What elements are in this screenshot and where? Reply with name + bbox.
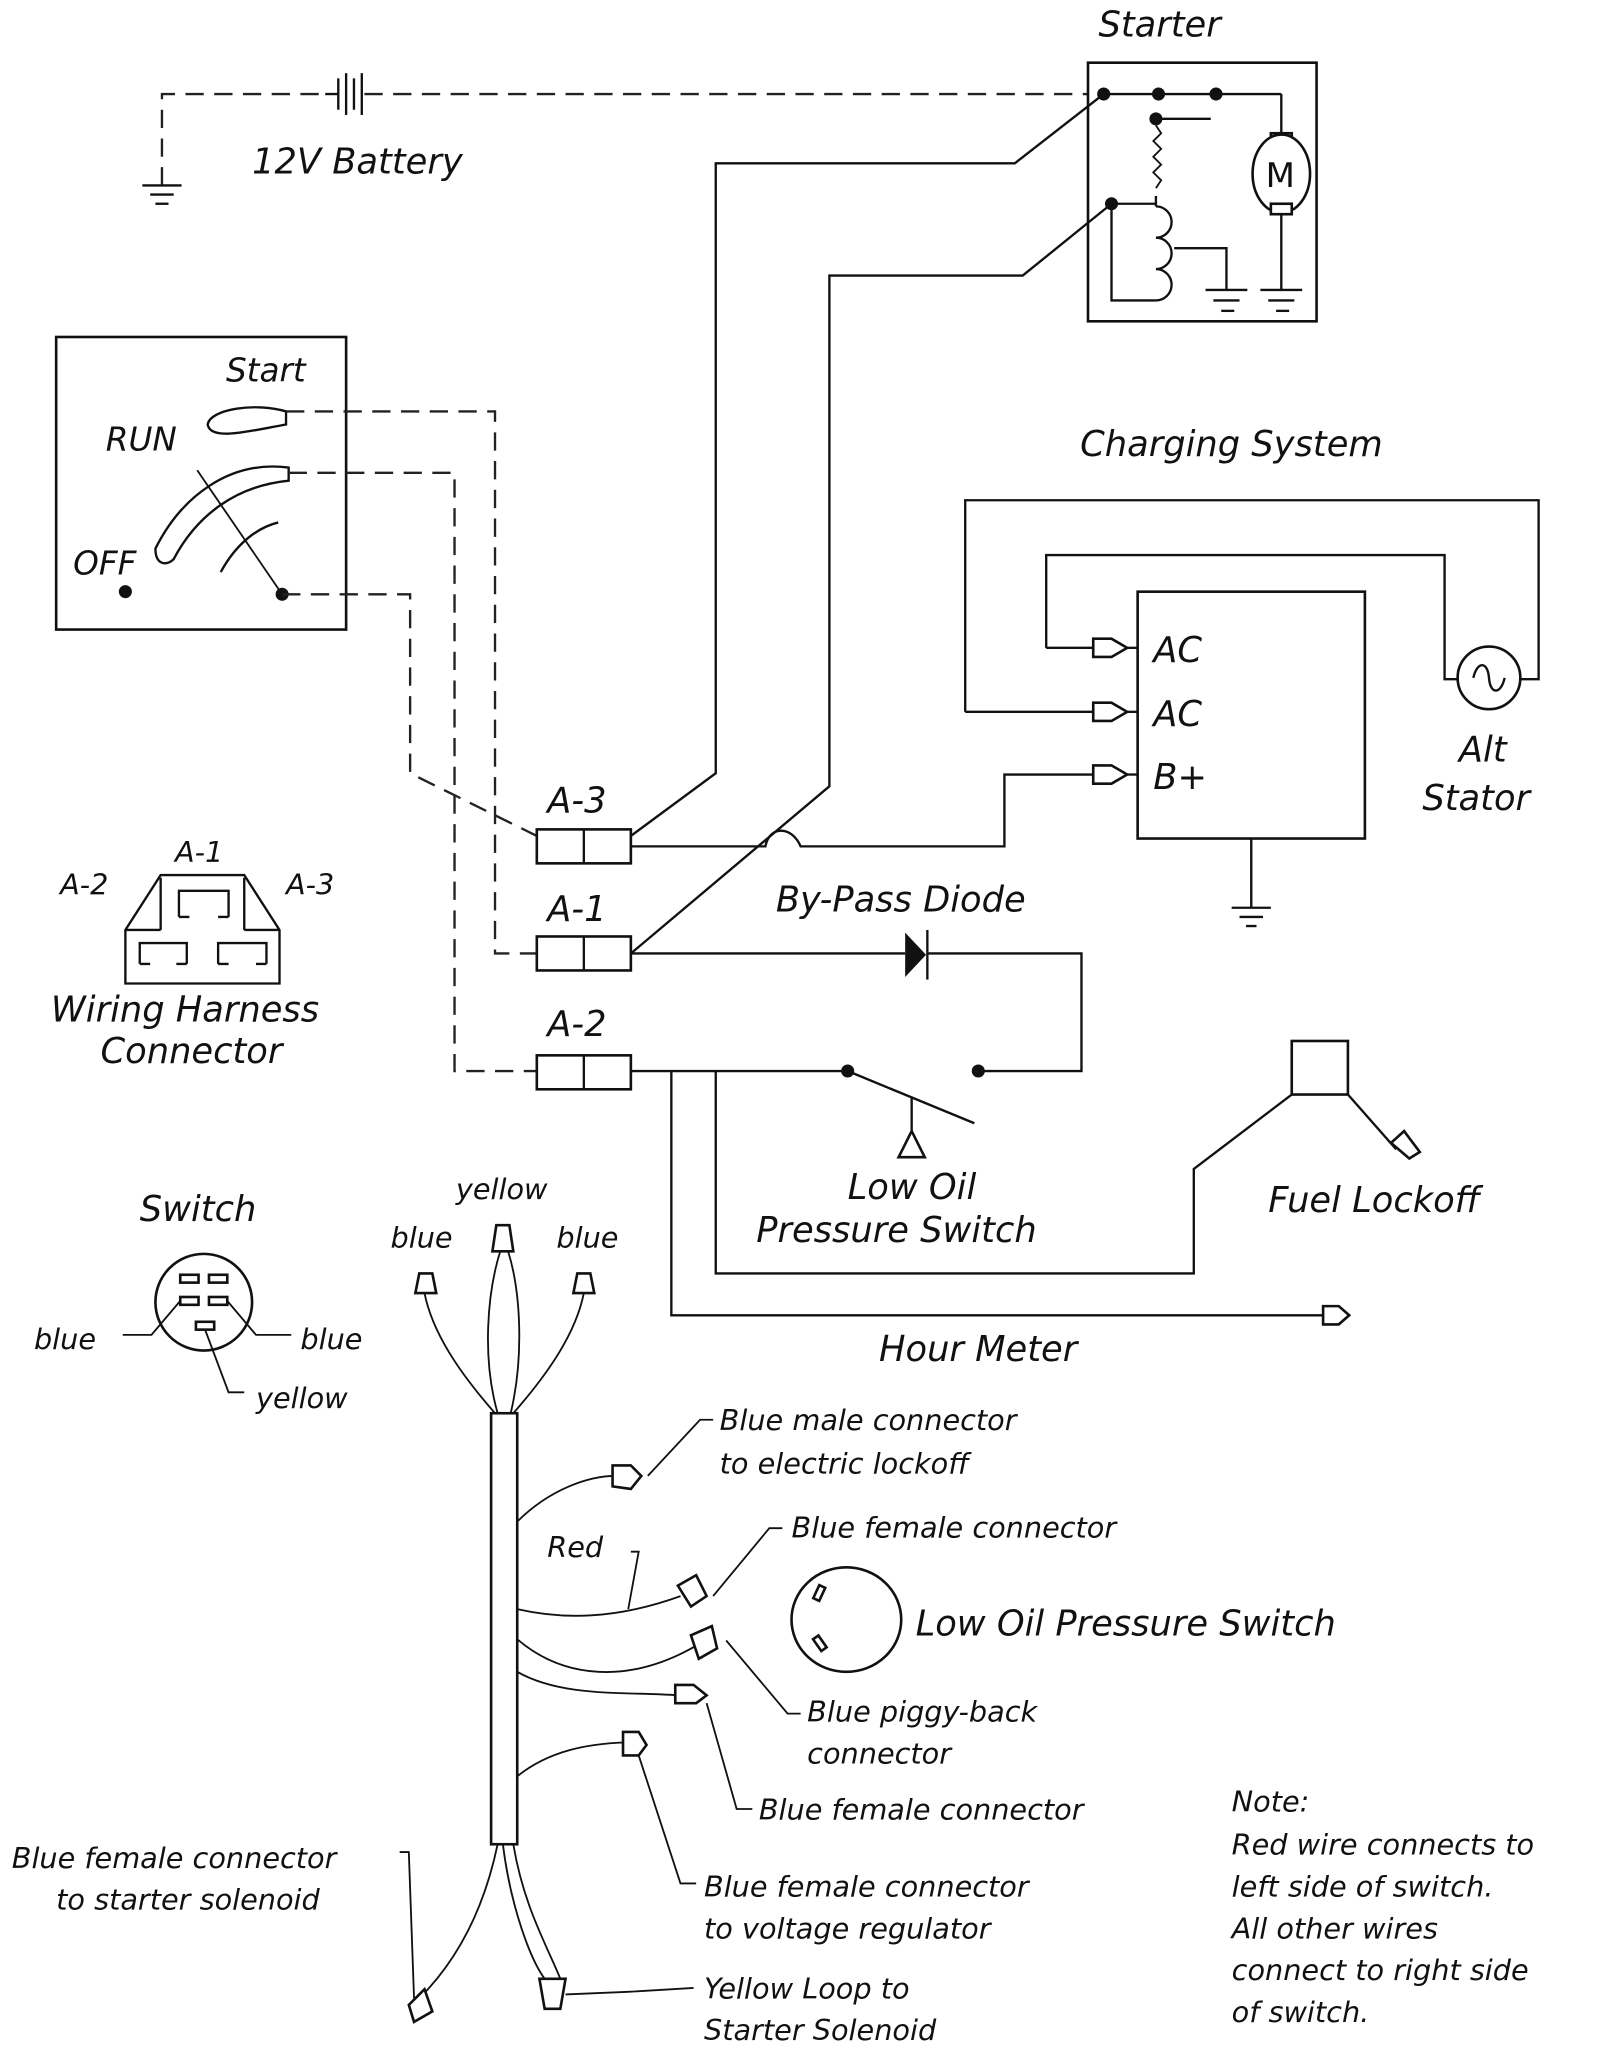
callout-leaders [399, 1418, 801, 1999]
voltage-regulator [964, 499, 1540, 928]
wire-starter-to-a3 [630, 93, 1105, 837]
callout-female-1: Blue female connector [792, 1510, 1119, 1544]
callout-loop-1: Yellow Loop to [704, 1971, 910, 2005]
note-line-5: of switch. [1232, 1995, 1370, 2029]
callout-piggyback-1: Blue piggy-back [807, 1694, 1038, 1728]
callout-male-lockoff-2: to electric lockoff [720, 1446, 973, 1480]
note-line-3: All other wires [1230, 1911, 1438, 1945]
low-oil-switch-label-2: Pressure Switch [756, 1210, 1036, 1251]
harness-connector-label-2: Connector [101, 1031, 285, 1072]
note-line-2: left side of switch. [1232, 1869, 1494, 1903]
low-oil-switch-label-1: Low Oil [848, 1167, 977, 1208]
connector-a3-label: A-3 [545, 780, 606, 821]
bypass-diode-label: By-Pass Diode [776, 880, 1026, 921]
regulator-terminal-bplus: B+ [1153, 757, 1207, 798]
connector-a3 [535, 828, 633, 865]
switch-detail-title: Switch [140, 1189, 257, 1230]
wire-a3-to-bplus [630, 773, 1099, 848]
diode-icon [905, 929, 929, 980]
battery-label: 12V Battery [252, 142, 464, 183]
svg-text:M: M [1266, 156, 1295, 196]
key-switch [54, 335, 348, 631]
wire-solenoid-to-a1 [630, 202, 1113, 955]
wire-to-hour-meter [670, 1071, 1324, 1317]
low-oil-switch-symbol [847, 1069, 975, 1159]
note-line-1: Red wire connects to [1232, 1828, 1534, 1862]
starter-label: Starter [1098, 5, 1223, 46]
switch-wire-right: blue [300, 1322, 362, 1356]
low-oil-switch-part-label: Low Oil Pressure Switch [916, 1603, 1336, 1644]
charging-system-label: Charging System [1080, 424, 1383, 465]
harness-connector-icon [124, 873, 281, 985]
harness-pin-a1: A-1 [173, 835, 223, 869]
callout-solenoid-2: to starter solenoid [56, 1883, 320, 1917]
switch-wire-bottom: yellow [255, 1381, 348, 1415]
connector-a2 [535, 1054, 633, 1091]
connector-a1-label: A-1 [545, 889, 606, 930]
fuel-lockoff-connector-icon [1389, 1129, 1422, 1161]
wire-start-to-a1 [286, 410, 537, 955]
harness-connector-label-1: Wiring Harness [51, 989, 319, 1030]
connector-a1 [535, 935, 633, 972]
fuel-lockoff-solenoid [1290, 1039, 1350, 1096]
fuel-lockoff-label: Fuel Lockoff [1268, 1180, 1483, 1221]
note-heading: Note: [1232, 1785, 1310, 1819]
regulator-terminal-ac-2: AC [1151, 694, 1202, 735]
switch-position-run: RUN [106, 421, 177, 459]
alternator-stator-icon [1456, 645, 1522, 711]
note: Note: Red wire connects to left side of … [1230, 1785, 1534, 2029]
harness-pin-a3: A-3 [284, 868, 334, 902]
harness-wire-top-center: yellow [455, 1172, 548, 1206]
switch-position-off: OFF [73, 545, 137, 583]
note-line-4: connect to right side [1232, 1953, 1529, 1987]
callout-loop-2: Starter Solenoid [704, 2013, 937, 2047]
stator-label-1: Alt [1457, 729, 1508, 770]
wire-run-to-a2 [288, 471, 537, 1073]
battery [160, 73, 1102, 186]
starter-motor-icon: M [1251, 131, 1312, 216]
wire-harness [407, 1223, 719, 2024]
ground-icon [142, 184, 182, 205]
harness-wire-top-right: blue [556, 1220, 618, 1254]
wire-to-fuel-lockoff [714, 1071, 1293, 1275]
callout-male-lockoff-1: Blue male connector [720, 1403, 1019, 1437]
harness-wire-top-left: blue [391, 1220, 453, 1254]
low-oil-switch-part-icon [790, 1566, 903, 1674]
wire-key-to-a3 [282, 593, 538, 837]
stator-label-2: Stator [1422, 778, 1532, 819]
callout-solenoid-1: Blue female connector [12, 1841, 339, 1875]
harness-pin-a2: A-2 [58, 868, 108, 902]
callout-piggyback-2: connector [807, 1736, 953, 1770]
connector-a2-label: A-2 [545, 1004, 606, 1045]
switch-position-start: Start [226, 351, 307, 389]
switch-detail-icon [122, 1252, 292, 1394]
regulator-terminal-ac-1: AC [1151, 630, 1202, 671]
hour-meter-connector-icon [1321, 1304, 1352, 1326]
callout-regulator-2: to voltage regulator [704, 1911, 993, 1945]
callout-female-2: Blue female connector [759, 1792, 1086, 1826]
harness-red-label: Red [547, 1530, 604, 1564]
switch-wire-left: blue [34, 1322, 96, 1356]
callout-regulator-1: Blue female connector [704, 1869, 1031, 1903]
hour-meter-label: Hour Meter [879, 1329, 1080, 1370]
